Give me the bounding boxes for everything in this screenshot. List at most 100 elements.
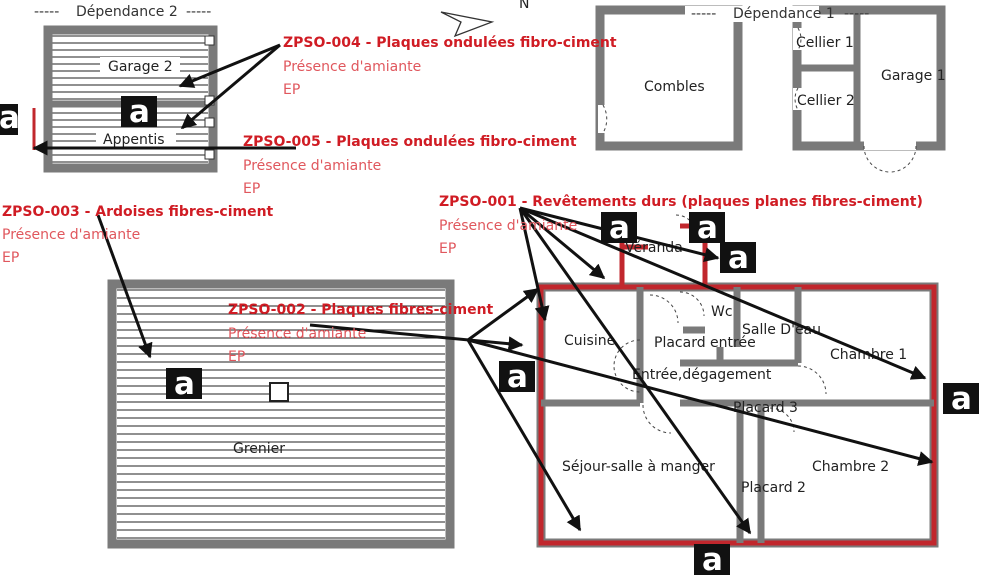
marker-a: a [166, 366, 202, 402]
marker-a: a [0, 100, 20, 136]
arrow-zpso-004 [178, 43, 281, 88]
svg-text:a: a [129, 94, 150, 130]
arrow-zpso-001 [519, 206, 927, 380]
dep1-label: Dépendance 1 [733, 6, 835, 22]
dep2-window [204, 117, 215, 128]
door-swing [769, 407, 795, 433]
dep2-dash-left: ----- [34, 4, 59, 20]
cellier2-door-gap [793, 88, 802, 110]
dependance-1: Combles ----- Dépendance 1 ----- Cellier… [595, 5, 946, 173]
arrow-zpso-003 [96, 214, 153, 359]
room-cellier-1: Cellier 1 [796, 35, 854, 51]
svg-text:a: a [951, 381, 972, 417]
arrow-zpso-002 [467, 287, 540, 342]
room-cellier-2: Cellier 2 [797, 93, 855, 109]
dep1-dash-left: ----- [691, 6, 716, 22]
room-placard-3: Placard 3 [733, 400, 798, 416]
room-placard-2: Placard 2 [741, 480, 806, 496]
main-house: Véranda Wc Cuisine Placard entrée Salle … [536, 214, 939, 548]
marker-a: a [943, 381, 979, 417]
svg-text:a: a [728, 240, 749, 276]
marker-a: a [694, 542, 730, 578]
dep2-dash-right: ----- [186, 4, 211, 20]
marker-a: a [720, 240, 756, 276]
zone-title: ZPSO-003 - Ardoises fibres-ciment [2, 204, 274, 220]
room-grenier: Grenier [233, 441, 285, 457]
zone-status: Présence d'amiante [439, 218, 577, 234]
zone-title: ZPSO-005 - Plaques ondulées fibro-ciment [243, 134, 577, 150]
north-arrow: N [440, 0, 529, 38]
zone-code: EP [228, 349, 245, 365]
zone-status: Présence d'amiante [2, 227, 140, 243]
zone-status: Présence d'amiante [243, 158, 381, 174]
svg-text:a: a [697, 210, 718, 246]
arrow-zpso-004 [180, 43, 281, 130]
arrow-zpso-001 [518, 207, 550, 322]
arrow-zpso-002 [309, 323, 524, 352]
dep2-window [204, 149, 215, 160]
svg-text:a: a [609, 210, 630, 246]
north-label: N [519, 0, 529, 12]
svg-text:a: a [702, 542, 723, 578]
combles-door-swing [602, 104, 608, 134]
zone-code: EP [283, 82, 300, 98]
marker-a: a [121, 94, 157, 130]
arrow-zpso-001 [518, 207, 752, 535]
dependance-2: ----- Dépendance 2 ----- Garage 2 Appent… [32, 4, 218, 173]
marker-a: a [499, 359, 535, 395]
dep2-window [204, 35, 215, 46]
dep2-label: Dépendance 2 [76, 4, 178, 20]
zone-code: EP [439, 241, 456, 257]
room-placard-entree: Placard entrée [654, 335, 756, 351]
asbestos-markers: a a a a a a a a a [0, 94, 979, 578]
marker-a: a [601, 210, 637, 246]
cellier2-door-swing [794, 87, 799, 111]
room-garage-1: Garage 1 [881, 68, 946, 84]
arrow-zpso-002 [466, 339, 582, 532]
arrow-zpso-001 [519, 206, 606, 280]
zone-zpso-001: ZPSO-001 - Revêtements durs (plaques pla… [439, 194, 923, 257]
zone-zpso-005: ZPSO-005 - Plaques ondulées fibro-ciment… [243, 134, 577, 197]
door-swing [797, 365, 827, 395]
zone-labels: ZPSO-004 - Plaques ondulées fibro-ciment… [2, 35, 923, 365]
room-entree: Entrée,dégagement [632, 367, 772, 383]
garage2-label-bg [100, 57, 180, 73]
arrow-zpso-002 [467, 338, 934, 466]
marker-a: a [689, 210, 725, 246]
grenier-hatch-box [269, 382, 289, 402]
door-swing [679, 291, 705, 317]
grenier-wall [107, 279, 455, 549]
zone-zpso-003: ZPSO-003 - Ardoises fibres-ciment Présen… [2, 204, 274, 266]
zone-title: ZPSO-001 - Revêtements durs (plaques pla… [439, 194, 923, 210]
combles-door-gap [598, 105, 607, 133]
zone-status: Présence d'amiante [228, 326, 366, 342]
zone-zpso-004: ZPSO-004 - Plaques ondulées fibro-ciment… [283, 35, 617, 98]
svg-text:a: a [507, 359, 528, 395]
svg-text:a: a [174, 366, 195, 402]
zone-zpso-002: ZPSO-002 - Plaques fibres-ciment Présenc… [228, 302, 494, 365]
cellier1-door-gap [793, 28, 802, 50]
room-wc: Wc [711, 304, 733, 320]
room-combles: Combles [644, 79, 705, 95]
garage1-door-swing [863, 145, 917, 173]
room-cuisine: Cuisine [564, 333, 615, 349]
dep1-title-bg [685, 6, 819, 22]
room-garage-2: Garage 2 [108, 59, 173, 75]
zone-code: EP [243, 181, 260, 197]
zone-status: Présence d'amiante [283, 59, 421, 75]
grenier-building: Grenier [107, 279, 455, 549]
zone-title: ZPSO-004 - Plaques ondulées fibro-ciment [283, 35, 617, 51]
room-chambre-2: Chambre 2 [812, 459, 889, 475]
svg-text:a: a [0, 100, 20, 136]
zone-title: ZPSO-002 - Plaques fibres-ciment [228, 302, 494, 318]
appentis-label-bg [96, 131, 176, 147]
north-arrow-icon [440, 11, 495, 38]
combles-wall [595, 5, 743, 151]
room-sejour: Séjour-salle à manger [562, 459, 715, 475]
door-swing [642, 404, 672, 434]
dep1-dash-right: ----- [844, 6, 869, 22]
garage1-door-gap [864, 141, 916, 150]
room-appentis: Appentis [103, 132, 165, 148]
zone-code: EP [2, 250, 19, 266]
